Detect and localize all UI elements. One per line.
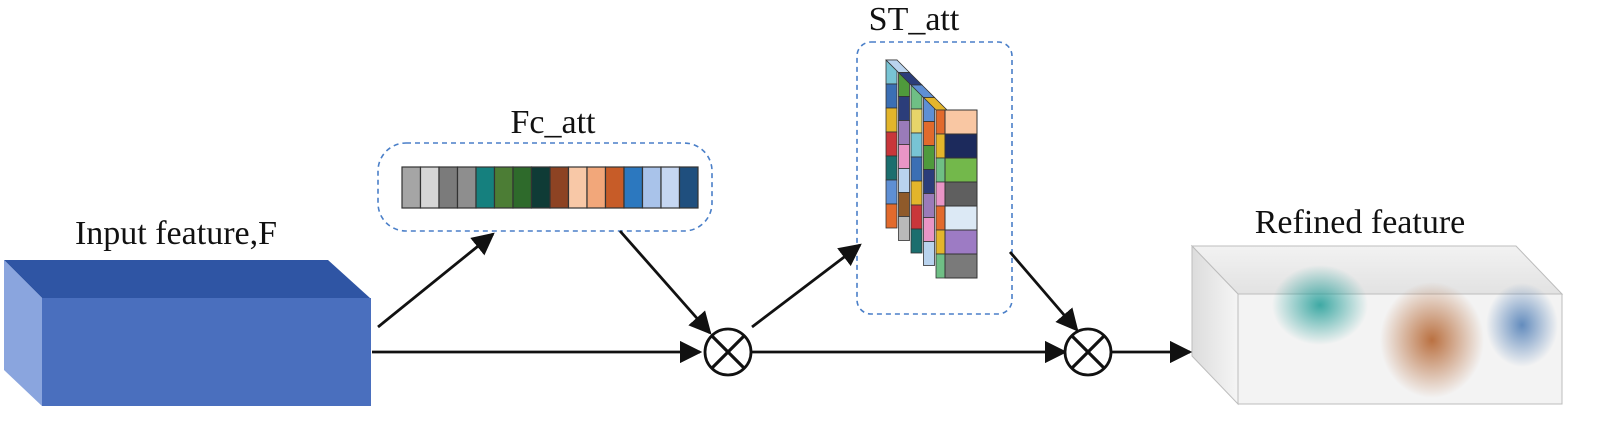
fc-att-cell — [567, 166, 588, 209]
st-att-front-cell — [944, 253, 978, 279]
st-att-cell — [923, 169, 935, 194]
fc-att-cell — [456, 166, 477, 209]
st-att-cell — [923, 121, 935, 146]
st-att-cell — [910, 132, 923, 158]
st-att-cell — [910, 228, 923, 254]
fc-att-cell — [475, 166, 496, 209]
st-att-cell — [935, 229, 946, 255]
arrow-fc-to-mult1 — [618, 230, 712, 335]
fc-att-cell — [419, 166, 440, 209]
refined-top-face — [1190, 245, 1564, 295]
fc-att-cell — [530, 166, 551, 209]
fc-att-vector — [401, 166, 699, 209]
st-att-cell — [885, 179, 898, 205]
st-att-cell — [898, 168, 910, 193]
refined-blob-brown — [1380, 282, 1484, 398]
multiply-operator-2 — [1063, 327, 1113, 377]
st-att-label: ST_att — [869, 1, 960, 38]
st-att-cell — [935, 181, 946, 207]
st-att-cell — [898, 120, 910, 145]
st-att-cell — [935, 157, 946, 183]
st-att-front-cell — [944, 157, 978, 183]
input-front-face — [42, 298, 371, 406]
fc-att-cell — [660, 166, 681, 209]
multiply-operator-1 — [703, 327, 753, 377]
fc-att-cell — [586, 166, 607, 209]
fc-att-cell — [438, 166, 459, 209]
st-att-front-cell — [944, 205, 978, 231]
arrow-st-to-mult2 — [1008, 251, 1079, 332]
st-att-cell — [885, 203, 898, 229]
refined-feature-label: Refined feature — [1255, 204, 1466, 241]
fc-att-cell — [401, 166, 422, 209]
arrow-mult1-to-st — [751, 243, 862, 329]
st-att-cell — [935, 253, 946, 279]
st-att-cell — [898, 216, 910, 241]
st-att-front-cell — [944, 229, 978, 255]
st-att-cell — [935, 109, 946, 135]
fc-att-cell — [512, 166, 533, 209]
fc-att-container — [377, 142, 713, 232]
input-top-face — [4, 260, 370, 298]
st-att-cell — [898, 96, 910, 121]
st-att-cell — [935, 205, 946, 231]
st-att-cell — [910, 108, 923, 134]
st-att-cell — [935, 133, 946, 159]
fc-att-cell — [678, 166, 699, 209]
st-att-tensor — [885, 59, 978, 279]
st-att-cell — [898, 192, 910, 217]
st-att-cell — [923, 193, 935, 218]
fc-att-cell — [493, 166, 514, 209]
st-att-cell — [885, 83, 898, 109]
input-side-face — [4, 260, 42, 406]
st-att-cell — [910, 180, 923, 206]
fc-att-label: Fc_att — [511, 104, 597, 141]
fc-att-cell — [641, 166, 662, 209]
st-att-front-cell — [944, 181, 978, 207]
input-feature-block — [4, 260, 371, 406]
fc-att-cell — [549, 166, 570, 209]
st-att-container — [856, 41, 1013, 315]
st-att-cell — [885, 107, 898, 133]
st-att-cell — [910, 156, 923, 182]
st-att-cell — [885, 131, 898, 157]
st-att-cell — [923, 241, 935, 266]
refined-blob-blue — [1486, 283, 1558, 367]
input-feature-label: Input feature,F — [75, 215, 277, 252]
fc-att-cell — [604, 166, 625, 209]
st-att-front-cell — [944, 133, 978, 159]
fc-att-cell — [623, 166, 644, 209]
refined-feature-block — [1190, 244, 1564, 406]
st-att-cell — [885, 155, 898, 181]
arrow-input-to-fc — [377, 232, 495, 329]
refined-blob-teal — [1272, 265, 1368, 345]
st-att-cell — [910, 204, 923, 230]
st-att-cell — [923, 145, 935, 170]
st-att-cell — [898, 144, 910, 169]
st-att-front-cell — [944, 109, 978, 135]
st-att-cell — [923, 217, 935, 242]
